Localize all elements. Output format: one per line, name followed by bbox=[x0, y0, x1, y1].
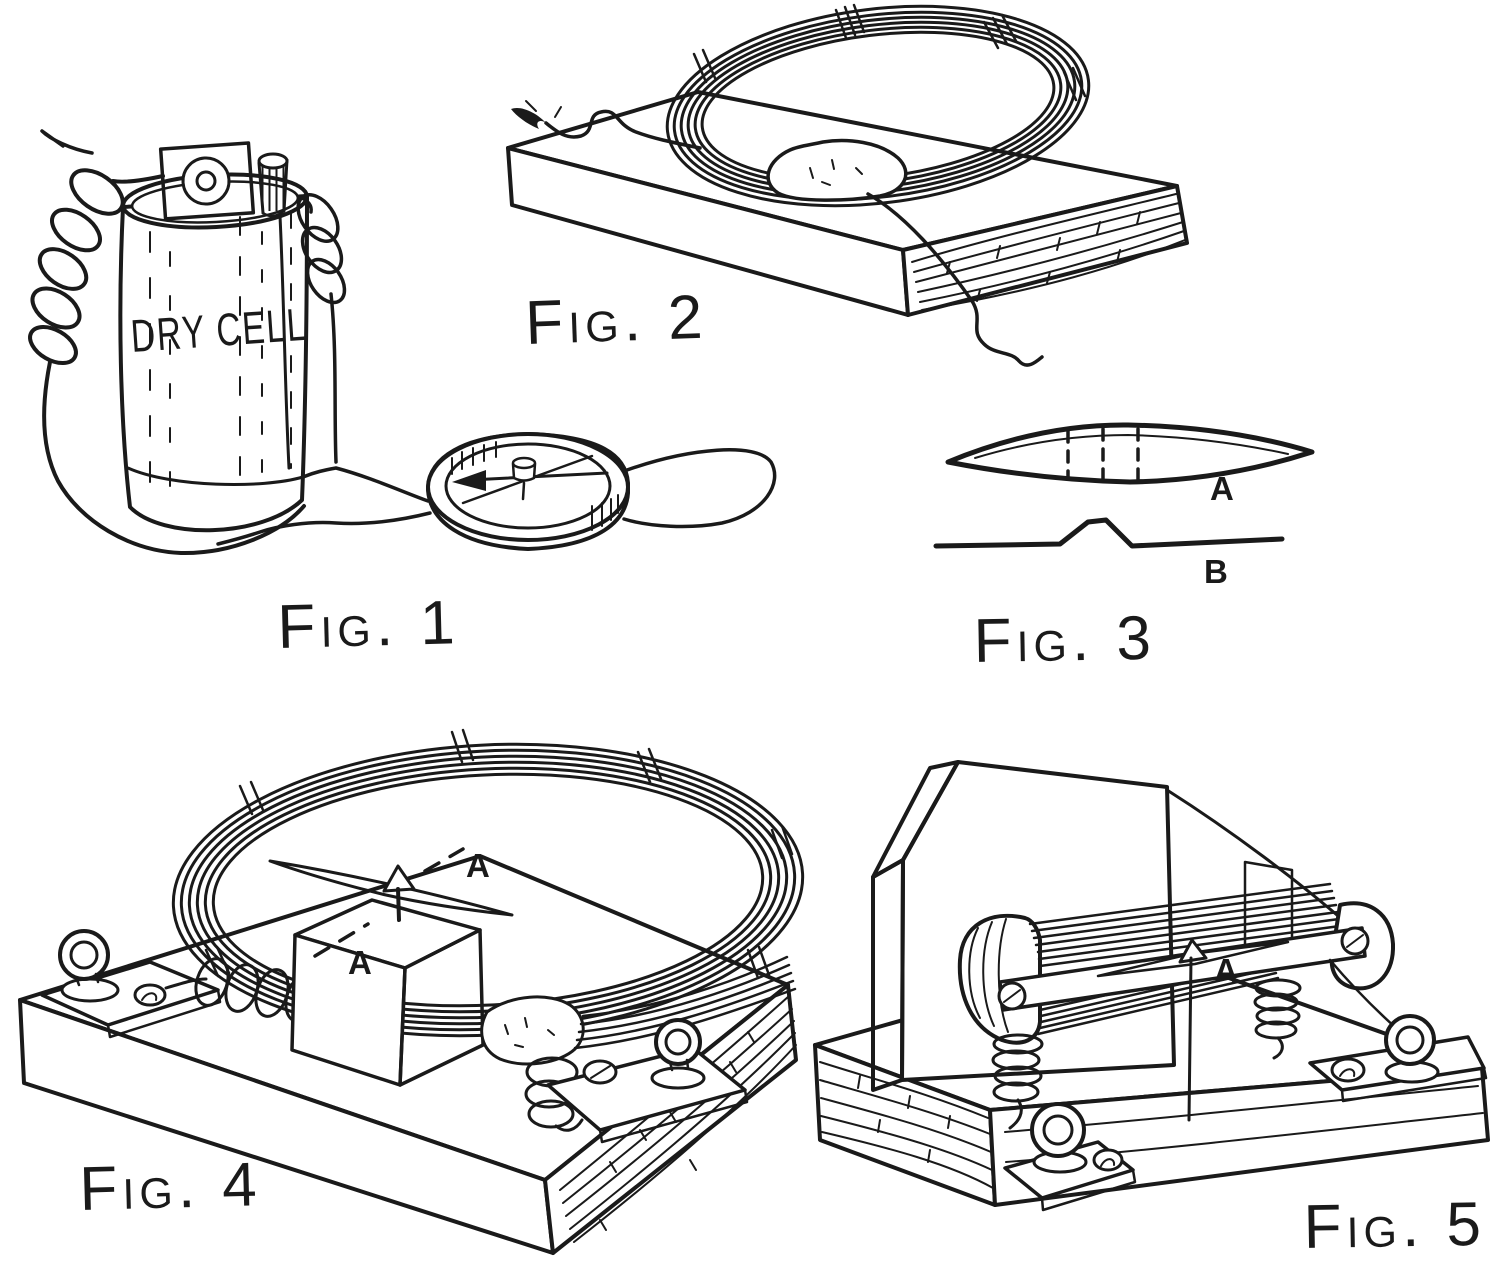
compass-needle-arrowhead bbox=[452, 470, 486, 491]
fig5-needle bbox=[1096, 938, 1290, 1122]
dry-cell-label: DRY CELL bbox=[129, 299, 308, 363]
fig2-right-wire bbox=[866, 192, 1044, 367]
fig1-compass-wire-return bbox=[216, 511, 432, 546]
fig4-pivot-block bbox=[290, 898, 485, 1087]
fig3-label-a: A bbox=[1210, 470, 1234, 507]
fig5-connecting-wire bbox=[1165, 788, 1354, 930]
fig5-wire-to-post bbox=[1328, 958, 1398, 1030]
fig2-wood-grain bbox=[911, 193, 1186, 311]
fig2-left-wire-frayed-end bbox=[511, 107, 546, 129]
fig5-right-spring bbox=[1253, 978, 1302, 1060]
fig3-label-b: B bbox=[1204, 553, 1228, 590]
fig5-mounting-bar bbox=[997, 926, 1370, 1012]
fig4-left-screw bbox=[133, 983, 167, 1007]
fig2-wire-end-ticks bbox=[525, 100, 562, 118]
fig3-shape-a bbox=[945, 422, 1315, 485]
carbon-rod-post bbox=[257, 152, 291, 470]
fig4-caption: Fig. 4 bbox=[79, 1150, 263, 1224]
fig5-coil-instrument: A bbox=[813, 760, 1490, 1262]
fig2-coil-on-board: Fig. 2 bbox=[506, 3, 1189, 367]
fig4-right-binding-post bbox=[546, 1018, 749, 1144]
fig5-caption: Fig. 5 bbox=[1303, 1190, 1486, 1262]
fig1-caption: Fig. 1 bbox=[277, 588, 461, 662]
battery-terminal-block bbox=[158, 141, 256, 221]
fig5-needle-label: A bbox=[1214, 952, 1238, 989]
fig2-coil-ties bbox=[692, 3, 1087, 102]
fig2-caption: Fig. 2 bbox=[524, 283, 709, 358]
compass-pivot-knob bbox=[511, 456, 537, 501]
compass bbox=[216, 432, 777, 551]
fig4-coil-ties bbox=[204, 728, 794, 980]
fig5-pointer-line bbox=[1187, 956, 1193, 1122]
fig1-dry-cell-and-compass: DRY CELL bbox=[28, 129, 777, 662]
fig1-wire-spiral bbox=[28, 168, 306, 556]
fig4-left-binding-post bbox=[40, 929, 222, 1039]
fig5-coil-strands-top bbox=[1028, 882, 1342, 968]
fig4-axis-label-upper: A bbox=[466, 847, 490, 884]
terminal-lead-wire bbox=[40, 129, 94, 155]
fig1-right-wire-loops bbox=[296, 193, 347, 464]
fig1-wire-to-compass bbox=[301, 466, 430, 503]
fig3-caption: Fig. 3 bbox=[973, 604, 1156, 676]
fig4-axis-label-lower: A bbox=[348, 944, 372, 981]
fig5-flat-coil bbox=[957, 882, 1396, 1045]
fig4-wood-grain bbox=[559, 995, 797, 1243]
fig4-galvanometer: A A Fig. 4 bbox=[18, 728, 805, 1255]
fig4-axis-dashed-line bbox=[313, 847, 465, 958]
fig1-compass-wire-loop bbox=[622, 448, 777, 529]
fig4-magnetized-needle bbox=[268, 859, 514, 922]
fig5-right-binding-post bbox=[1308, 1014, 1488, 1103]
fig2-wooden-board bbox=[506, 90, 1189, 317]
fig5-wood-grain bbox=[819, 1061, 994, 1189]
fig3-needle-blanks: A B Fig. 3 bbox=[933, 422, 1315, 676]
fig4-pivot-pin bbox=[396, 887, 401, 922]
fig5-needle-pivot-cap bbox=[1178, 938, 1208, 964]
fig5-left-binding-post bbox=[1003, 1102, 1137, 1212]
fig4-wax-lump bbox=[480, 995, 585, 1066]
fig2-wax-lump bbox=[766, 138, 908, 202]
fig2-left-wire bbox=[544, 109, 702, 150]
fig3-shape-b bbox=[933, 517, 1285, 549]
fig5-left-spring bbox=[991, 1033, 1044, 1130]
